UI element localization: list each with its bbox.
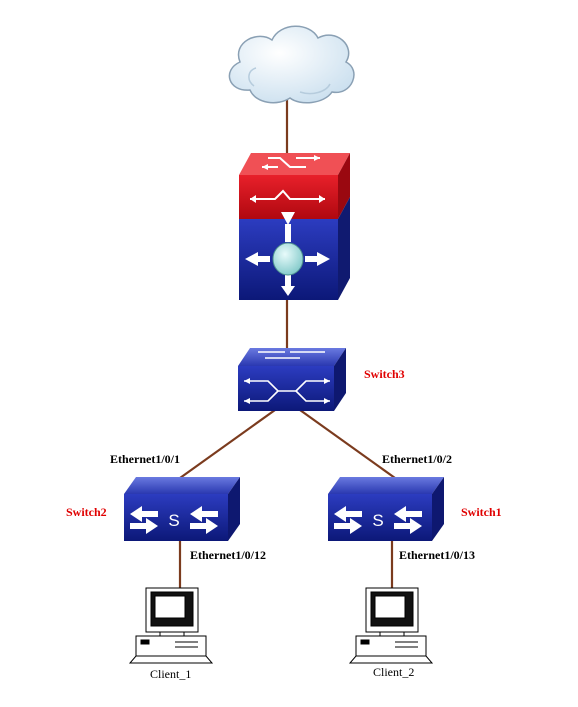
port-label-ethernet1-0-1: Ethernet1/0/1 (110, 452, 180, 466)
switch-icon (238, 348, 346, 411)
computer-icon (128, 587, 214, 664)
core-router-icon (239, 153, 350, 300)
switch-s-icon: S (124, 477, 240, 541)
port-label-ethernet1-0-2: Ethernet1/0/2 (382, 452, 452, 466)
cloud-icon (228, 25, 355, 104)
switch1-label: Switch1 (461, 505, 502, 519)
link-switch3-switch1 (299, 409, 396, 479)
switch2-label: Switch2 (66, 505, 107, 519)
svg-text:S: S (168, 511, 179, 530)
client2-label: Client_2 (373, 665, 415, 679)
switch3-label: Switch3 (364, 367, 405, 381)
client1-label: Client_1 (150, 667, 192, 681)
port-label-ethernet1-0-12: Ethernet1/0/12 (190, 548, 266, 562)
switch-s-icon: S (328, 477, 444, 541)
svg-text:S: S (372, 511, 383, 530)
computer-icon (348, 587, 434, 664)
link-switch3-switch2 (179, 409, 276, 479)
links (178, 100, 396, 592)
port-label-ethernet1-0-13: Ethernet1/0/13 (399, 548, 475, 562)
